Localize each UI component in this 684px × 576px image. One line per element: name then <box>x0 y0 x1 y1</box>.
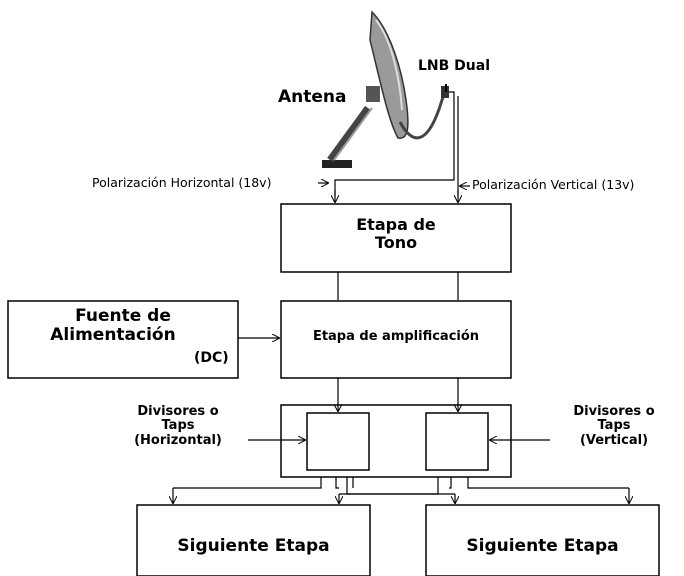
power-source-line2-text: Alimentación <box>50 324 176 345</box>
antenna-label: Antena <box>278 87 347 107</box>
amp-stage-box <box>280 300 512 379</box>
tone-to-amp-lines <box>337 272 459 300</box>
splitters-right-line1: Divisores o <box>573 404 655 419</box>
next-stage-left-label: Siguiente Etapa <box>177 536 330 556</box>
power-source-label: Fuente de Alimentación <box>8 307 238 344</box>
tone-stage-line2: Tono <box>374 232 418 252</box>
tone-stage-line1: Etapa de <box>356 215 436 234</box>
power-source-line1: Fuente de <box>75 306 171 326</box>
lnb-label: LNB Dual <box>418 58 491 74</box>
splitter-output-arrows <box>173 488 629 503</box>
lnb-cables <box>334 91 459 196</box>
power-source-line2: Alimentación <box>8 324 218 345</box>
splitter-output-lines <box>173 477 629 495</box>
tone-stage-box <box>280 203 512 273</box>
next-stage-left-box <box>136 504 371 576</box>
splitters-left-label: Divisores o Taps (Horizontal) <box>118 404 238 448</box>
next-stage-right-box <box>425 504 660 576</box>
splitters-left-line1: Divisores o <box>137 404 219 419</box>
splitter-right-box <box>425 412 489 471</box>
splitters-right-label: Divisores o Taps (Vertical) <box>560 404 668 448</box>
power-source-suffix: (DC) <box>194 350 229 366</box>
pol-horizontal-label: Polarización Horizontal (18v) <box>92 175 272 190</box>
splitters-right-line2: Taps <box>597 418 631 434</box>
pol-vertical-label: Polarización Vertical (13v) <box>472 177 635 192</box>
splitters-left-line3: (Horizontal) <box>134 432 222 448</box>
splitters-left-line2: Taps <box>161 418 195 434</box>
tone-stage-label: Etapa de Tono <box>281 216 511 251</box>
splitter-left-box <box>306 412 370 471</box>
power-source-box <box>7 300 239 379</box>
next-stage-right-label: Siguiente Etapa <box>466 536 619 556</box>
satellite-dish-icon <box>322 10 449 168</box>
splitters-right-line3: (Vertical) <box>579 432 649 448</box>
amp-stage-label: Etapa de amplificación <box>312 329 480 344</box>
